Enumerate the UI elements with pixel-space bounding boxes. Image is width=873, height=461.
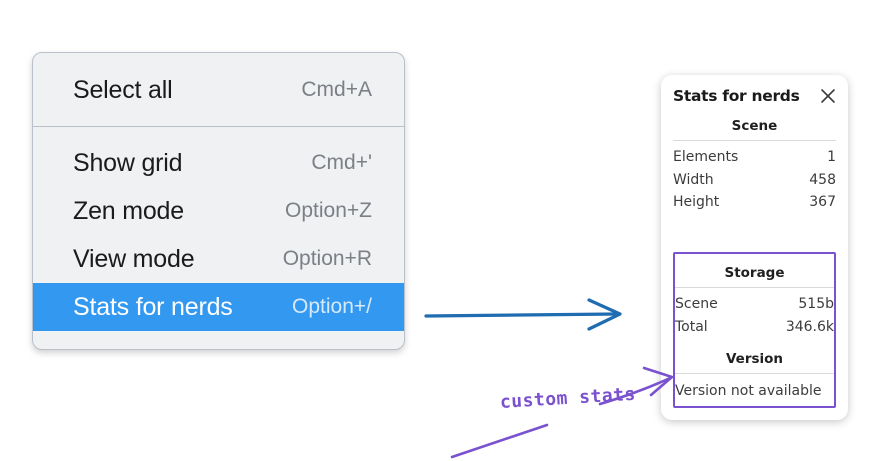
close-icon[interactable]: [819, 87, 837, 105]
section-header-version: Version: [725, 351, 784, 368]
section-rule: [675, 373, 834, 375]
custom-stats-section: Storage Scene 515b Total 346.6k Version …: [661, 252, 848, 408]
menu-item-view-mode[interactable]: View mode Option+R: [33, 235, 404, 283]
context-menu[interactable]: Select all Cmd+A Show grid Cmd+' Zen mod…: [32, 52, 405, 350]
stat-row-storage-total: Total 346.6k: [675, 316, 834, 339]
stats-panel-title: Stats for nerds: [673, 87, 800, 105]
stat-label: Total: [675, 318, 708, 335]
stat-value: 458: [809, 171, 836, 188]
section-header-storage: Storage: [724, 265, 785, 281]
stats-for-nerds-panel[interactable]: Stats for nerds Scene Elements 1 Width 4…: [661, 75, 848, 420]
stat-value: 1: [827, 149, 836, 165]
stat-row-elements: Elements 1: [673, 146, 836, 169]
menu-item-shortcut: Option+Z: [285, 199, 372, 222]
menu-item-label: View mode: [73, 244, 195, 273]
menu-group-2: Show grid Cmd+' Zen mode Option+Z View m…: [33, 127, 404, 349]
version-value: Version not available: [675, 383, 822, 400]
custom-stats-annotation-label: custom stats: [499, 383, 637, 413]
stats-panel-titlebar: Stats for nerds: [661, 75, 848, 105]
menu-item-label: Stats for nerds: [73, 292, 233, 321]
menu-item-shortcut: Cmd+': [311, 151, 372, 174]
menu-item-shortcut: Cmd+A: [301, 78, 372, 101]
stats-panel-body: Scene Elements 1 Width 458 Height 367: [661, 105, 848, 214]
menu-footer-spacer: [33, 331, 404, 349]
section-header-scene: Scene: [731, 118, 778, 134]
stat-row-height: Height 367: [673, 191, 836, 214]
menu-item-stats-for-nerds[interactable]: Stats for nerds Option+/: [33, 283, 404, 331]
menu-item-label: Show grid: [73, 148, 183, 177]
purple-underline-stroke: [450, 423, 549, 459]
menu-item-shortcut: Option+/: [292, 295, 372, 318]
stat-value: 367: [809, 194, 836, 211]
section-rule: [673, 140, 836, 141]
menu-item-select-all[interactable]: Select all Cmd+A: [33, 66, 404, 114]
menu-group-1: Select all Cmd+A: [33, 53, 404, 126]
menu-item-show-grid[interactable]: Show grid Cmd+': [33, 139, 404, 187]
stat-value: 346.6k: [785, 318, 834, 335]
stat-row-storage-scene: Scene 515b: [675, 293, 834, 316]
blue-arrow: [424, 298, 622, 331]
menu-item-shortcut: Option+R: [282, 247, 372, 270]
menu-item-label: Zen mode: [73, 196, 184, 225]
menu-item-label: Select all: [73, 75, 173, 104]
section-rule: [675, 287, 834, 288]
stat-label: Height: [673, 194, 720, 211]
stat-value: 515b: [798, 296, 834, 312]
stat-label: Elements: [673, 149, 739, 165]
stat-row-width: Width 458: [673, 169, 836, 192]
menu-item-zen-mode[interactable]: Zen mode Option+Z: [33, 187, 404, 235]
stat-label: Width: [673, 171, 714, 188]
stat-label: Scene: [675, 296, 718, 312]
menu-divider: [33, 126, 404, 127]
